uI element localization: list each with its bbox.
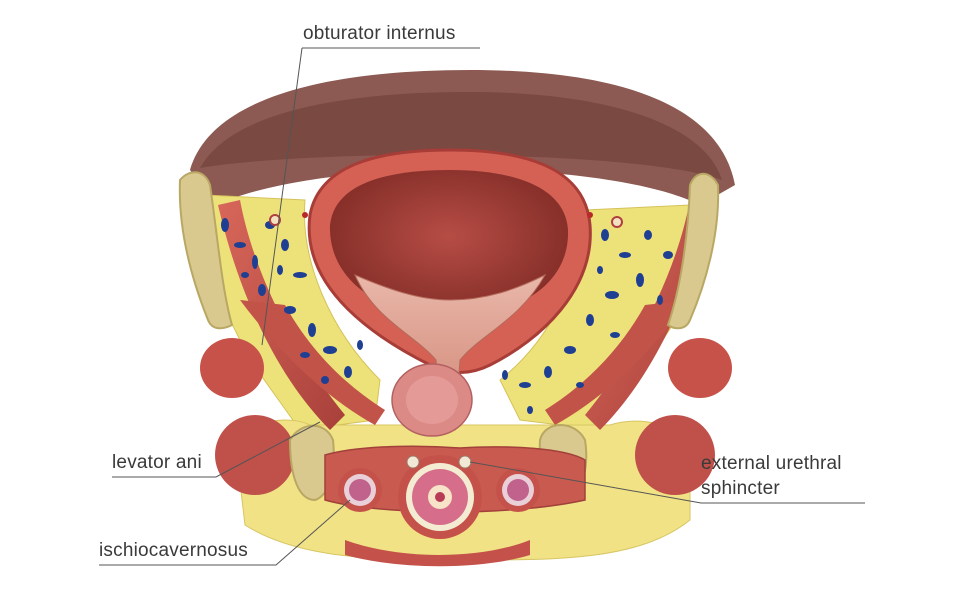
pelvic-bone-right [666, 172, 720, 330]
venous-plexus-left [221, 218, 363, 384]
label-external-urethral-line2: sphincter [701, 478, 780, 499]
muscle-right-outer [668, 338, 732, 398]
pelvic-bone-left [178, 171, 234, 330]
leader-levator-ani [112, 421, 321, 478]
venous-plexus-right [502, 229, 673, 414]
bladder-lumen [329, 170, 569, 318]
label-levator-ani: levator ani [112, 452, 202, 473]
leader-obturator-internus [261, 47, 480, 346]
leader-ischiocavernosus [99, 499, 351, 566]
bladder-trigone [354, 273, 547, 431]
label-external-urethral-line1: external urethral [701, 453, 842, 474]
muscle-left-outer [200, 338, 264, 398]
label-ischiocavernosus: ischiocavernosus [99, 540, 248, 561]
label-obturator-internus: obturator internus [303, 23, 456, 44]
leader-lines [99, 47, 865, 566]
leader-external-urethral-sphincter [469, 461, 865, 504]
